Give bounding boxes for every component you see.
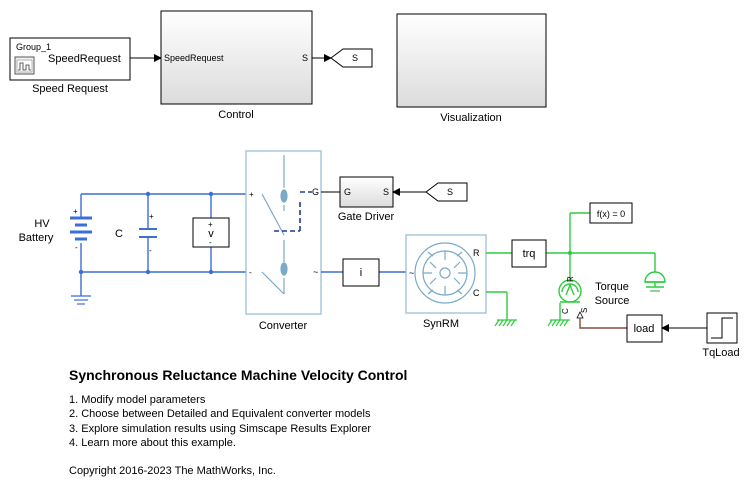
step-learn-more-link[interactable]: 4. Learn more about this example. <box>69 436 236 449</box>
battery-icon[interactable]: + - <box>70 207 92 252</box>
speed-request-block[interactable]: Group_1 SpeedRequest <box>9 37 131 81</box>
torque-source-label-line1: Torque <box>595 281 629 293</box>
converter-label: Converter <box>259 320 308 332</box>
electrical-ground-icon <box>71 295 91 305</box>
capacitor-minus: - <box>149 246 152 255</box>
voltage-sensor-block[interactable]: + v - <box>192 217 230 248</box>
synrm-block[interactable]: ~ R C <box>405 234 487 314</box>
gate-driver-label: Gate Driver <box>338 211 395 223</box>
control-subsystem[interactable]: SpeedRequest S <box>160 10 313 105</box>
capacitor-plus: + <box>149 212 154 221</box>
load-block[interactable]: load <box>626 314 663 343</box>
solver-config-label: f(x) = 0 <box>597 209 625 219</box>
tqload-step-block[interactable] <box>706 312 738 344</box>
trq-label: trq <box>523 248 536 260</box>
step-explore-results-link[interactable]: 3. Explore simulation results using Sims… <box>69 422 372 435</box>
switch-icon <box>261 155 288 295</box>
visualization-subsystem[interactable] <box>396 13 547 108</box>
torque-source-r-port: R <box>566 276 575 282</box>
voltage-sensor-plus: + <box>208 220 213 229</box>
gate-driver-s-port: S <box>383 187 389 197</box>
converter-g-port: G <box>312 187 319 197</box>
tqload-label: TqLoad <box>702 347 739 359</box>
torque-source-label-line2: Source <box>595 295 630 307</box>
synrm-label: SynRM <box>423 318 459 330</box>
step-choose-converter-link[interactable]: 2. Choose between Detailed and Equivalen… <box>69 408 371 421</box>
step-modify-parameters-link[interactable]: 1. Modify model parameters <box>69 394 206 406</box>
solver-config-block[interactable]: f(x) = 0 <box>589 202 633 224</box>
gate-dashed-wire <box>274 191 312 232</box>
current-sensor-label: i <box>360 267 362 279</box>
step-icon <box>711 317 733 339</box>
torque-source-block[interactable]: R C S <box>558 276 589 319</box>
trq-block[interactable]: trq <box>511 239 547 268</box>
copyright: Copyright 2016-2023 The MathWorks, Inc. <box>69 465 276 477</box>
battery-label-line1: HV <box>34 218 50 230</box>
synrm-c-port: C <box>473 288 480 298</box>
from-s-tag[interactable]: S <box>425 182 468 202</box>
signal-builder-icon <box>14 56 35 75</box>
current-sensor-block[interactable]: i <box>342 258 380 287</box>
converter-tilde-port: ~ <box>313 267 318 277</box>
torque-source-c-port: C <box>561 308 570 314</box>
speed-request-signal-label: SpeedRequest <box>48 53 121 65</box>
battery-minus: - <box>75 243 78 252</box>
goto-s-label: S <box>352 53 358 63</box>
converter-minus-port: - <box>249 268 252 277</box>
converter-plus-port: + <box>249 190 254 199</box>
synrm-r-port: R <box>473 248 480 258</box>
mechanical-reference-icon <box>547 319 570 327</box>
control-inport-label: SpeedRequest <box>164 53 224 63</box>
battery-plus: + <box>73 207 78 216</box>
mech-junction-dot <box>567 250 573 256</box>
from-s-label: S <box>447 187 453 197</box>
voltage-sensor-label: v <box>208 228 214 240</box>
mechanical-reference-icon <box>494 319 517 327</box>
gate-driver-block[interactable]: G S <box>339 176 394 208</box>
group-label: Group_1 <box>16 42 51 52</box>
control-label: Control <box>218 109 253 121</box>
steps-list: 1. Modify model parameters 2. Choose bet… <box>69 393 371 450</box>
inertia-icon[interactable] <box>644 268 666 292</box>
visualization-label: Visualization <box>440 112 502 124</box>
page-title: Synchronous Reluctance Machine Velocity … <box>69 367 408 383</box>
battery-label-line2: Battery <box>19 232 54 244</box>
voltage-sensor-minus: - <box>209 238 212 247</box>
synrm-tilde-port: ~ <box>409 268 414 278</box>
physical-signal-wire <box>579 318 627 329</box>
converter-subsystem[interactable]: + - G ~ <box>245 150 322 315</box>
load-label: load <box>634 323 655 335</box>
capacitor-icon[interactable]: + - <box>139 212 157 255</box>
control-outport-label: S <box>302 53 308 63</box>
mechanical-wires <box>486 212 656 320</box>
goto-s-tag[interactable]: S <box>330 48 373 68</box>
torque-source-s-port: S <box>580 308 589 313</box>
gate-driver-g-port: G <box>344 187 351 197</box>
junction-dots <box>78 191 214 275</box>
motor-icon <box>414 242 476 304</box>
capacitor-label: C <box>115 228 123 240</box>
speed-request-label: Speed Request <box>32 83 108 95</box>
electrical-wires <box>80 193 246 296</box>
